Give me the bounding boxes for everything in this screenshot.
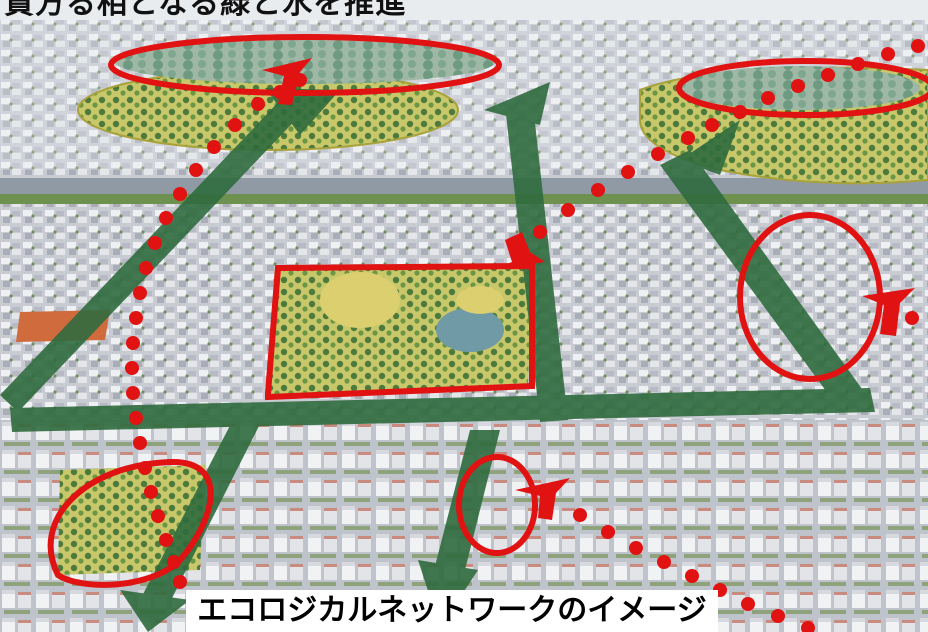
image-caption: エコロジカルネットワークのイメージ (186, 590, 718, 632)
red-arrowheads (262, 58, 915, 520)
dotted-link-lines (125, 39, 925, 632)
circled-green-areas (47, 34, 928, 588)
top-caption-partial: 貴方る相となる緑と水を推進 (4, 0, 407, 21)
